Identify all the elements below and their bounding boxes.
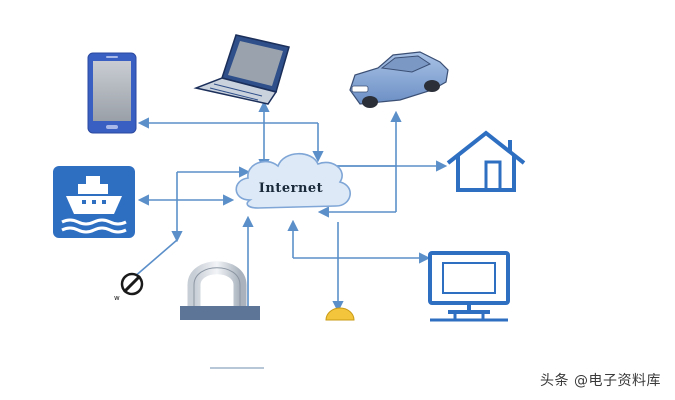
house-icon — [446, 130, 526, 192]
svg-text:w: w — [114, 294, 120, 302]
smartphone-icon — [87, 52, 137, 134]
car-icon — [349, 51, 449, 108]
hub-label: Internet — [259, 181, 323, 196]
connector-lines — [132, 100, 448, 318]
padlock-icon — [180, 261, 260, 320]
laptop-icon — [193, 34, 290, 105]
sensor-icon: w — [114, 272, 144, 302]
internet-cloud-icon: Internet — [235, 152, 351, 209]
monitor-icon — [428, 251, 510, 322]
ship-icon — [53, 166, 135, 238]
lamp-icon — [325, 307, 355, 321]
watermark-text: 头条 @电子资料库 — [540, 373, 661, 389]
